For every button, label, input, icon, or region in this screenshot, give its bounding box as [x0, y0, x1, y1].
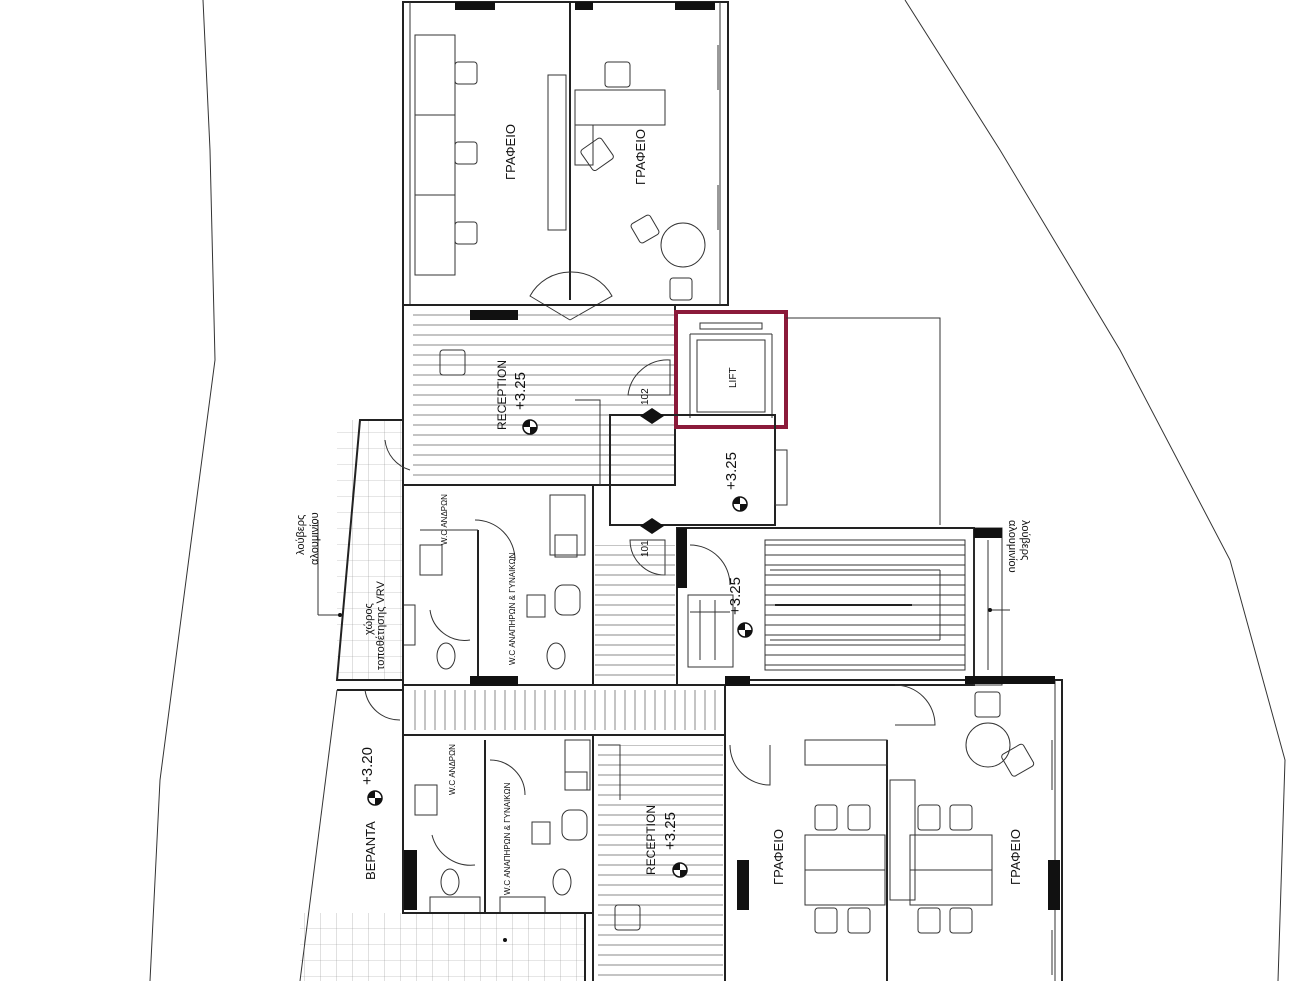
stair-level: +3.25 [727, 577, 744, 615]
louvers-right-label-1: λούβερς [1019, 520, 1031, 560]
lift [674, 310, 788, 429]
door-101-label: 101 [640, 540, 651, 557]
lobby [609, 408, 788, 576]
reception-top-level: +3.25 [512, 372, 529, 410]
reception-bottom-level: +3.25 [662, 812, 679, 850]
lobby-level: +3.25 [723, 452, 740, 490]
louvers-left-label-2: αλουμινίου [309, 512, 321, 565]
veranda [299, 689, 586, 981]
office-top-left-label: ΓΡΑΦΕΙΟ [503, 124, 518, 180]
wc-bottom [402, 734, 594, 914]
lift-label: LIFT [728, 367, 739, 388]
wc-men-bottom-label: W.C ΑΝΔΡΩΝ [448, 744, 457, 795]
door-102-label: 102 [640, 388, 651, 405]
wc-men-top-label: W.C ΑΝΔΡΩΝ [440, 494, 449, 545]
reception-bottom [592, 734, 726, 981]
stairs [676, 527, 1003, 686]
veranda-level: +3.20 [359, 747, 376, 785]
reception-bottom-label: RECEPTION [644, 805, 658, 875]
office-bottom-right-label: ΓΡΑΦΕΙΟ [1008, 829, 1023, 885]
vrv-space [317, 419, 411, 681]
louvers-left-label-1: λούβερς [295, 515, 307, 555]
wc-disabled-top-label: W.C ΑΝΑΠΗΡΩΝ & ΓΥΝΑΙΚΩΝ [508, 552, 517, 665]
bottom-offices [725, 676, 1063, 981]
terrace-right [786, 317, 941, 525]
vrv-space-label-2: τοποθέτησης VRV [375, 580, 387, 670]
louvers-right-label-2: αλουμινίου [1006, 520, 1018, 573]
wc-top [402, 484, 594, 686]
veranda-label: ΒΕΡΑΝΤΑ [363, 821, 378, 880]
office-top-right-label: ΓΡΑΦΕΙΟ [633, 129, 648, 185]
reception-top-label: RECEPTION [495, 360, 509, 430]
site-boundary [149, 0, 1286, 981]
louvers-right-leader [988, 608, 1010, 612]
top-offices [402, 1, 729, 321]
vrv-space-label-1: χώρος [363, 603, 375, 635]
reception-top [402, 304, 676, 486]
office-bottom-left-label: ΓΡΑΦΕΙΟ [771, 829, 786, 885]
wc-disabled-bottom-label: W.C ΑΝΑΠΗΡΩΝ & ΓΥΝΑΙΚΩΝ [503, 782, 512, 895]
